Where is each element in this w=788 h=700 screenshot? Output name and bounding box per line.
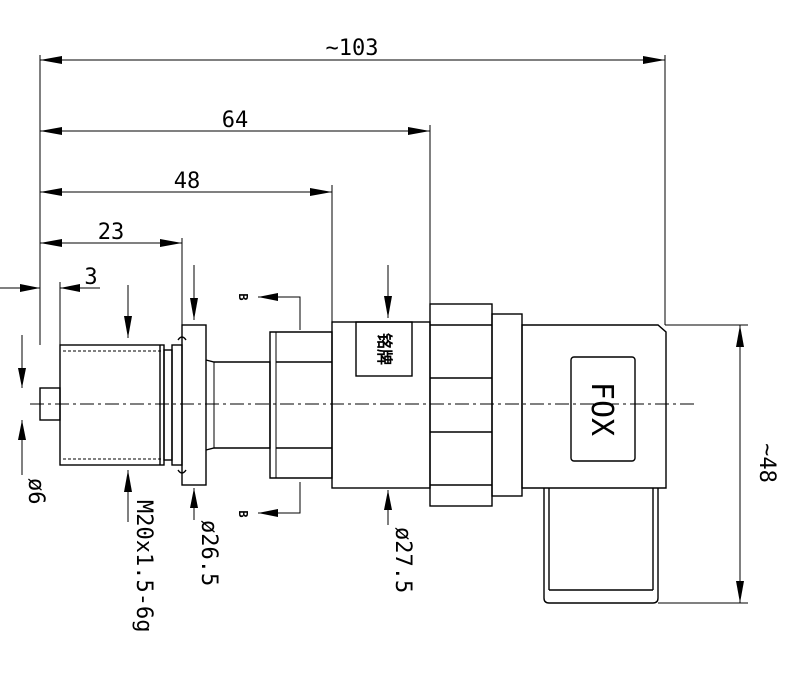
hex-section bbox=[429, 303, 493, 507]
dim-line-64 bbox=[40, 127, 430, 135]
brand-text: FOX bbox=[584, 382, 619, 436]
nameplate-text: 铭牌 bbox=[375, 333, 394, 365]
sensor-body bbox=[39, 303, 667, 604]
dim-text-dia6: ø6 bbox=[23, 478, 48, 505]
dim-text-103: ~103 bbox=[326, 36, 379, 61]
section-marker-top bbox=[258, 293, 301, 330]
hex-nut bbox=[269, 331, 333, 479]
dim-text-3: 3 bbox=[84, 265, 97, 290]
dim-text-48: 48 bbox=[174, 169, 201, 194]
section-label-top: B bbox=[236, 293, 250, 300]
extension-lines bbox=[39, 55, 748, 604]
dim-text-dia27-5: ø27.5 bbox=[390, 527, 415, 593]
nameplate-box bbox=[355, 321, 413, 377]
cable-gland bbox=[543, 488, 659, 604]
dim-line-103 bbox=[40, 56, 665, 64]
section-marker-bottom bbox=[258, 482, 301, 517]
thread-section bbox=[59, 344, 165, 466]
leader-nameplate bbox=[384, 265, 392, 318]
dim-text-dia26-5: ø26.5 bbox=[196, 520, 221, 586]
dim-text-height: ~48 bbox=[754, 443, 779, 483]
dim-line-height bbox=[736, 325, 744, 603]
leader-thread bbox=[124, 285, 132, 522]
dim-line-23 bbox=[40, 239, 182, 247]
leader-dia6 bbox=[18, 335, 26, 475]
dim-text-64: 64 bbox=[222, 108, 249, 133]
dim-line-48 bbox=[40, 188, 332, 196]
connector-housing bbox=[521, 324, 667, 489]
dim-text-23: 23 bbox=[98, 220, 125, 245]
leader-dia27-5 bbox=[384, 490, 392, 525]
leader-dia26-5 bbox=[190, 265, 198, 520]
dim-line-3 bbox=[0, 284, 100, 292]
brand-box bbox=[570, 356, 636, 462]
dim-text-thread: M20x1.5-6g bbox=[131, 500, 156, 632]
section-label-bottom: B bbox=[236, 510, 250, 517]
flange bbox=[181, 324, 207, 486]
